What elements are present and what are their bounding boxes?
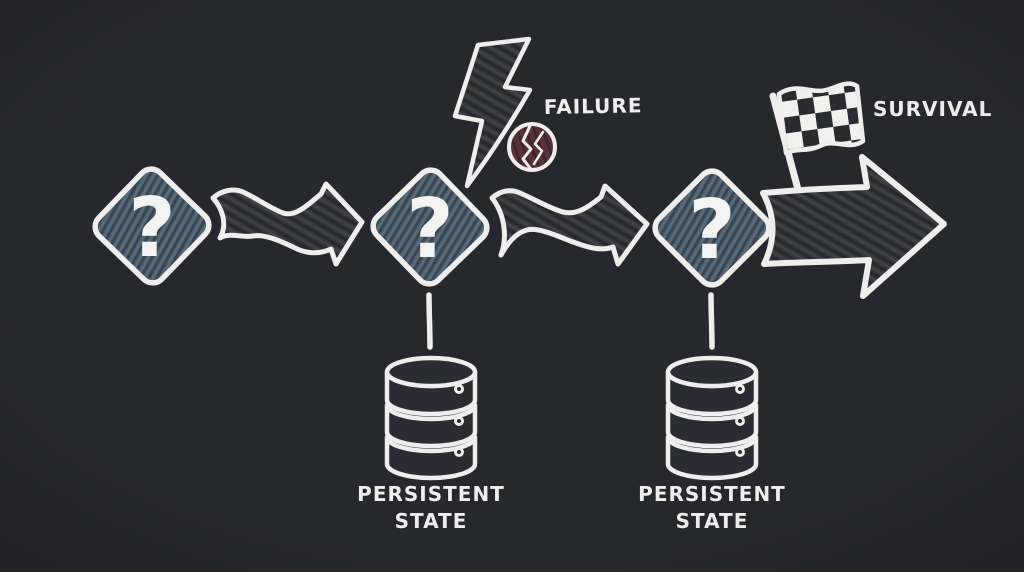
db-top-ellipse (384, 355, 478, 389)
persistent-label-1-line2: STATE (395, 509, 468, 533)
question-mark-1: ? (128, 181, 176, 276)
broken-ball-icon (507, 122, 557, 172)
persistent-label-2-line2: STATE (676, 509, 749, 533)
checkered-flag-icon (776, 81, 866, 156)
broken-ball-circle (507, 122, 557, 172)
connector-line-step3 (708, 292, 715, 350)
database-icon-1 (384, 355, 478, 481)
question-mark-2: ? (406, 182, 454, 277)
failure-label: FAILURE (544, 93, 643, 119)
connector-line-step2 (426, 292, 433, 350)
question-mark-3: ? (688, 183, 736, 278)
persistent-label-2-line1: PERSISTENT (638, 482, 786, 506)
persistent-label-1-line1: PERSISTENT (357, 482, 505, 506)
survival-label: SURVIVAL (873, 97, 992, 121)
database-icon-2 (668, 358, 756, 478)
